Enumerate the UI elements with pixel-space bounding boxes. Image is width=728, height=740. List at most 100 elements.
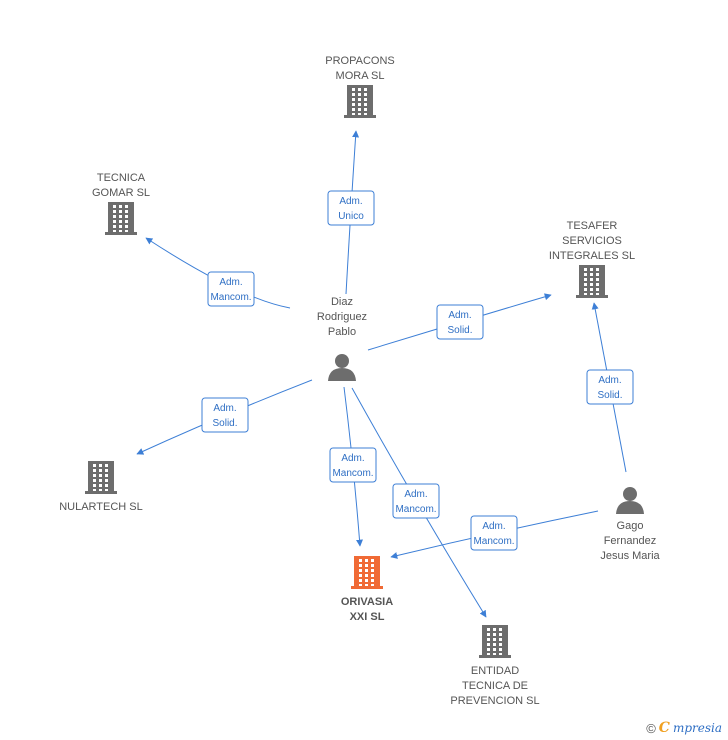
building-window: [358, 113, 361, 116]
building-window: [125, 205, 128, 208]
building-window: [493, 628, 496, 631]
brand-name: mpresia: [672, 721, 722, 735]
building-window: [487, 643, 490, 646]
edge-label-text: Adm.: [213, 403, 236, 414]
person-icon: [616, 487, 644, 514]
building-window: [93, 464, 96, 467]
building-window: [590, 273, 593, 276]
building-window: [499, 633, 502, 636]
building-window: [499, 653, 502, 656]
building-icon: [351, 556, 383, 589]
edge-label-text: Adm.: [339, 196, 362, 207]
edge-label-box: Adm.Mancom.: [470, 515, 518, 551]
building-window: [352, 88, 355, 91]
building-window: [358, 103, 361, 106]
node-label: TESAFER: [567, 220, 618, 232]
node-label: XXI SL: [350, 611, 385, 623]
building-window: [371, 584, 374, 587]
building-window: [596, 268, 599, 271]
building-window: [352, 103, 355, 106]
building-window: [596, 273, 599, 276]
building-window: [93, 489, 96, 492]
node-label: MORA SL: [336, 70, 385, 82]
building-window: [364, 88, 367, 91]
edge-label-box: Adm. Solid.: [201, 397, 249, 433]
edge-label-text: Adm.: [598, 375, 621, 386]
edge-label-text: Solid.: [597, 390, 622, 401]
building-window: [365, 584, 368, 587]
edge-label-frame: [201, 397, 249, 433]
building-window: [105, 469, 108, 472]
node-orivasia[interactable]: ORIVASIA XXI SL: [341, 556, 393, 623]
building-window: [113, 225, 116, 228]
node-label: Diaz: [331, 296, 353, 308]
edge-label-text: Solid.: [212, 418, 237, 429]
building-window: [584, 273, 587, 276]
node-propacons[interactable]: PROPACONS MORA SL: [325, 55, 395, 118]
node-label: ORIVASIA: [341, 596, 393, 608]
edge-label-frame: [207, 271, 255, 307]
edge-label-text: Unico: [338, 211, 364, 222]
building-window: [364, 98, 367, 101]
person-body: [616, 501, 644, 514]
building-window: [499, 643, 502, 646]
building-window: [105, 464, 108, 467]
building-window: [99, 479, 102, 482]
building-window: [113, 220, 116, 223]
node-nulartech[interactable]: NULARTECH SL: [59, 461, 143, 513]
edge-label-text: Adm.: [482, 521, 505, 532]
node-label: PROPACONS: [325, 55, 394, 67]
building-window: [365, 579, 368, 582]
building-base: [105, 232, 137, 235]
building-window: [365, 569, 368, 572]
building-window: [358, 88, 361, 91]
building-window: [499, 638, 502, 641]
edge-label-box: Adm. Unico: [327, 190, 375, 226]
building-window: [125, 230, 128, 233]
building-window: [125, 215, 128, 218]
edge-label-text: Solid.: [447, 325, 472, 336]
building-window: [352, 98, 355, 101]
building-window: [584, 278, 587, 281]
building-window: [105, 489, 108, 492]
building-window: [365, 564, 368, 567]
building-window: [105, 484, 108, 487]
building-window: [99, 489, 102, 492]
building-window: [584, 283, 587, 286]
building-window: [499, 648, 502, 651]
node-label: INTEGRALES SL: [549, 250, 635, 262]
person-head: [623, 487, 637, 501]
edge-label-text: Adm.: [404, 489, 427, 500]
building-window: [584, 268, 587, 271]
building-window: [487, 648, 490, 651]
edge-label-frame: [470, 515, 518, 551]
person-icon: [328, 354, 356, 381]
node-label: Gago: [617, 520, 644, 532]
building-window: [359, 579, 362, 582]
node-label: Jesus Maria: [600, 550, 660, 562]
building-window: [359, 559, 362, 562]
building-window: [364, 108, 367, 111]
building-window: [99, 474, 102, 477]
building-window: [105, 479, 108, 482]
building-window: [358, 98, 361, 101]
node-label: Rodriguez: [317, 311, 367, 323]
edge-label-box: Adm.Solid.: [436, 304, 484, 340]
edges-layer: [136, 130, 627, 618]
node-label: GOMAR SL: [92, 187, 150, 199]
building-window: [93, 474, 96, 477]
building-window: [119, 225, 122, 228]
building-window: [364, 113, 367, 116]
building-window: [119, 215, 122, 218]
building-window: [584, 293, 587, 296]
edge-label-box: Adm.Mancom.: [329, 447, 377, 483]
building-window: [590, 278, 593, 281]
building-icon: [85, 461, 117, 494]
building-window: [487, 633, 490, 636]
